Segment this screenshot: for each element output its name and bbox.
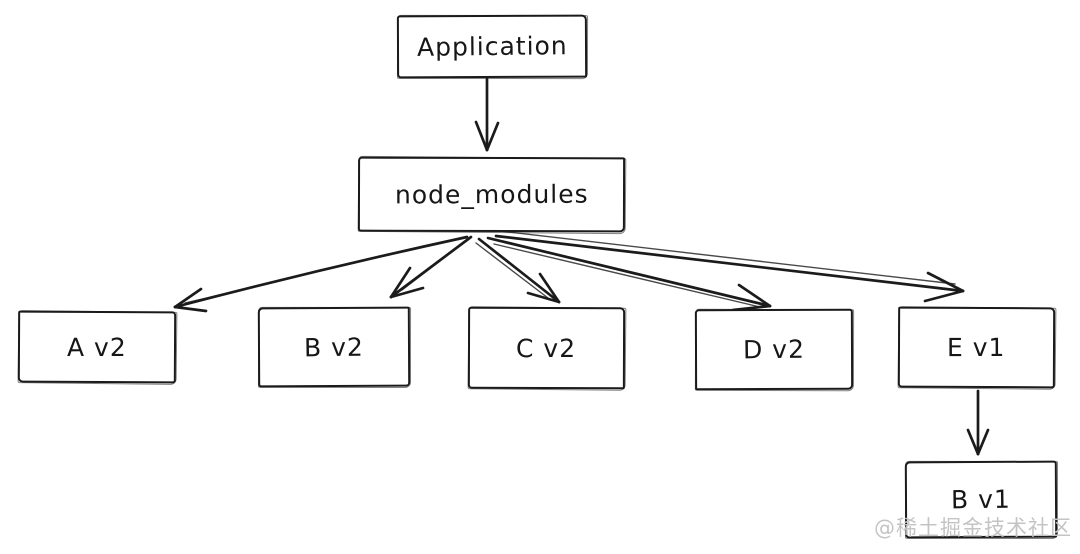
edge-node_modules-d_v2 bbox=[486, 236, 772, 312]
node-b-v2-label: B v2 bbox=[303, 332, 365, 362]
edge-node_modules-b_v2 bbox=[389, 235, 473, 299]
node-b-v1-label: B v1 bbox=[950, 484, 1012, 515]
edge-node_modules-a_v2 bbox=[173, 235, 469, 313]
watermark: @稀土掘金技术社区 bbox=[874, 516, 1072, 540]
edge-node_modules-c_v2 bbox=[475, 237, 561, 304]
node-node-modules-label: node_modules bbox=[394, 179, 589, 210]
node-a-v2: A v2 bbox=[17, 310, 177, 384]
node-e-v1: E v1 bbox=[897, 306, 1056, 389]
node-d-v2: D v2 bbox=[694, 308, 854, 391]
node-application: Application bbox=[396, 14, 588, 79]
edge-e_v1-b_v1 bbox=[966, 389, 990, 456]
node-d-v2-label: D v2 bbox=[742, 334, 806, 365]
node-c-v2: C v2 bbox=[467, 306, 626, 390]
node-c-v2-label: C v2 bbox=[516, 333, 577, 363]
node-b-v2: B v2 bbox=[257, 306, 411, 388]
node-application-label: Application bbox=[416, 31, 568, 62]
node-a-v2-label: A v2 bbox=[67, 332, 127, 362]
node-node-modules: node_modules bbox=[357, 156, 626, 233]
node-e-v1-label: E v1 bbox=[947, 332, 1006, 363]
edge-node_modules-e_v1 bbox=[494, 230, 965, 303]
edge-application-node_modules bbox=[474, 77, 500, 152]
